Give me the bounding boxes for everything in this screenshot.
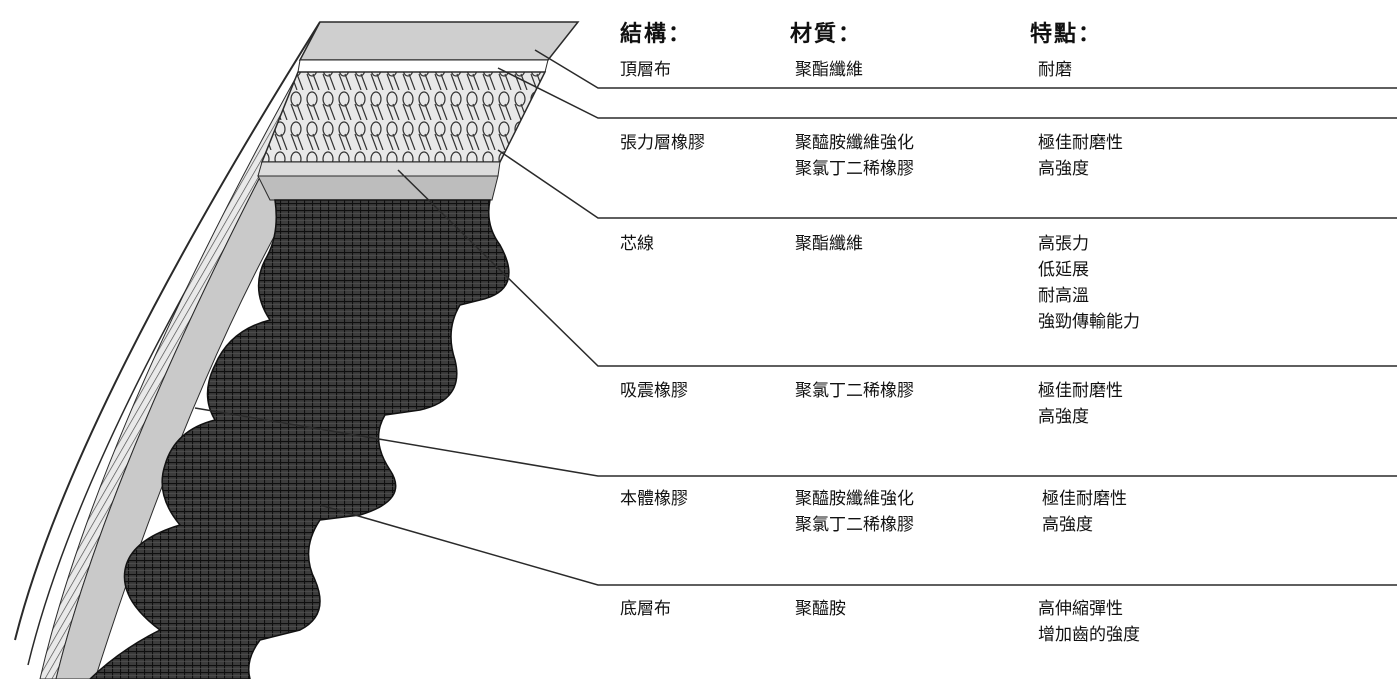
material-tension-rubber-1: 聚醯胺纖維強化 bbox=[795, 133, 914, 153]
belt-outer-edge bbox=[14, 21, 321, 641]
feature-cushion-rubber-1: 極佳耐磨性 bbox=[1038, 381, 1123, 401]
material-body-rubber-2: 聚氯丁二稀橡膠 bbox=[795, 515, 914, 535]
header-feature: 特點： bbox=[1030, 22, 1103, 47]
material-bottom-fabric-1: 聚醯胺 bbox=[795, 599, 846, 619]
cord-layer bbox=[260, 71, 547, 163]
feature-cord-4: 強勁傳輸能力 bbox=[1038, 312, 1140, 332]
feature-body-rubber-1: 極佳耐磨性 bbox=[1042, 489, 1127, 509]
material-tension-rubber-2: 聚氯丁二稀橡膠 bbox=[795, 159, 914, 179]
feature-body-rubber-2: 高強度 bbox=[1042, 515, 1093, 535]
feature-cord-3: 耐高溫 bbox=[1038, 286, 1089, 306]
structure-tension-rubber: 張力層橡膠 bbox=[620, 133, 705, 153]
leader-line-bottom-fabric bbox=[319, 504, 1397, 586]
structure-cushion-rubber: 吸震橡膠 bbox=[620, 381, 688, 401]
leader-line-body-rubber bbox=[194, 407, 1397, 477]
material-top-fabric-1: 聚酯纖維 bbox=[795, 60, 863, 80]
belt-body bbox=[14, 21, 580, 679]
structure-cord: 芯線 bbox=[620, 234, 654, 254]
feature-top-fabric-1: 耐磨 bbox=[1038, 60, 1072, 80]
feature-tension-rubber-1: 極佳耐磨性 bbox=[1038, 133, 1123, 153]
top-fabric-layer bbox=[298, 21, 580, 61]
feature-bottom-fabric-2: 增加齒的強度 bbox=[1038, 625, 1140, 645]
structure-top-fabric: 頂層布 bbox=[620, 60, 671, 80]
feature-cord-2: 低延展 bbox=[1038, 260, 1089, 280]
material-cord-1: 聚酯纖維 bbox=[795, 234, 863, 254]
leader-line-tension-rubber bbox=[497, 67, 1397, 119]
leader-line-cushion-rubber bbox=[397, 169, 1397, 367]
material-body-rubber-1: 聚醯胺纖維強化 bbox=[795, 489, 914, 509]
leader-line-top-fabric bbox=[534, 49, 1397, 89]
structure-body-rubber: 本體橡膠 bbox=[620, 489, 688, 509]
feature-cord-1: 高張力 bbox=[1038, 234, 1089, 254]
leader-line-cord bbox=[497, 149, 1397, 219]
leader-lines bbox=[194, 49, 1397, 586]
structure-bottom-fabric: 底層布 bbox=[620, 599, 671, 619]
feature-tension-rubber-2: 高強度 bbox=[1038, 159, 1089, 179]
header-material: 材質： bbox=[790, 22, 863, 47]
material-cushion-rubber-1: 聚氯丁二稀橡膠 bbox=[795, 381, 914, 401]
feature-bottom-fabric-1: 高伸縮彈性 bbox=[1038, 599, 1123, 619]
feature-cushion-rubber-2: 高強度 bbox=[1038, 407, 1089, 427]
header-structure: 結構： bbox=[620, 22, 693, 47]
